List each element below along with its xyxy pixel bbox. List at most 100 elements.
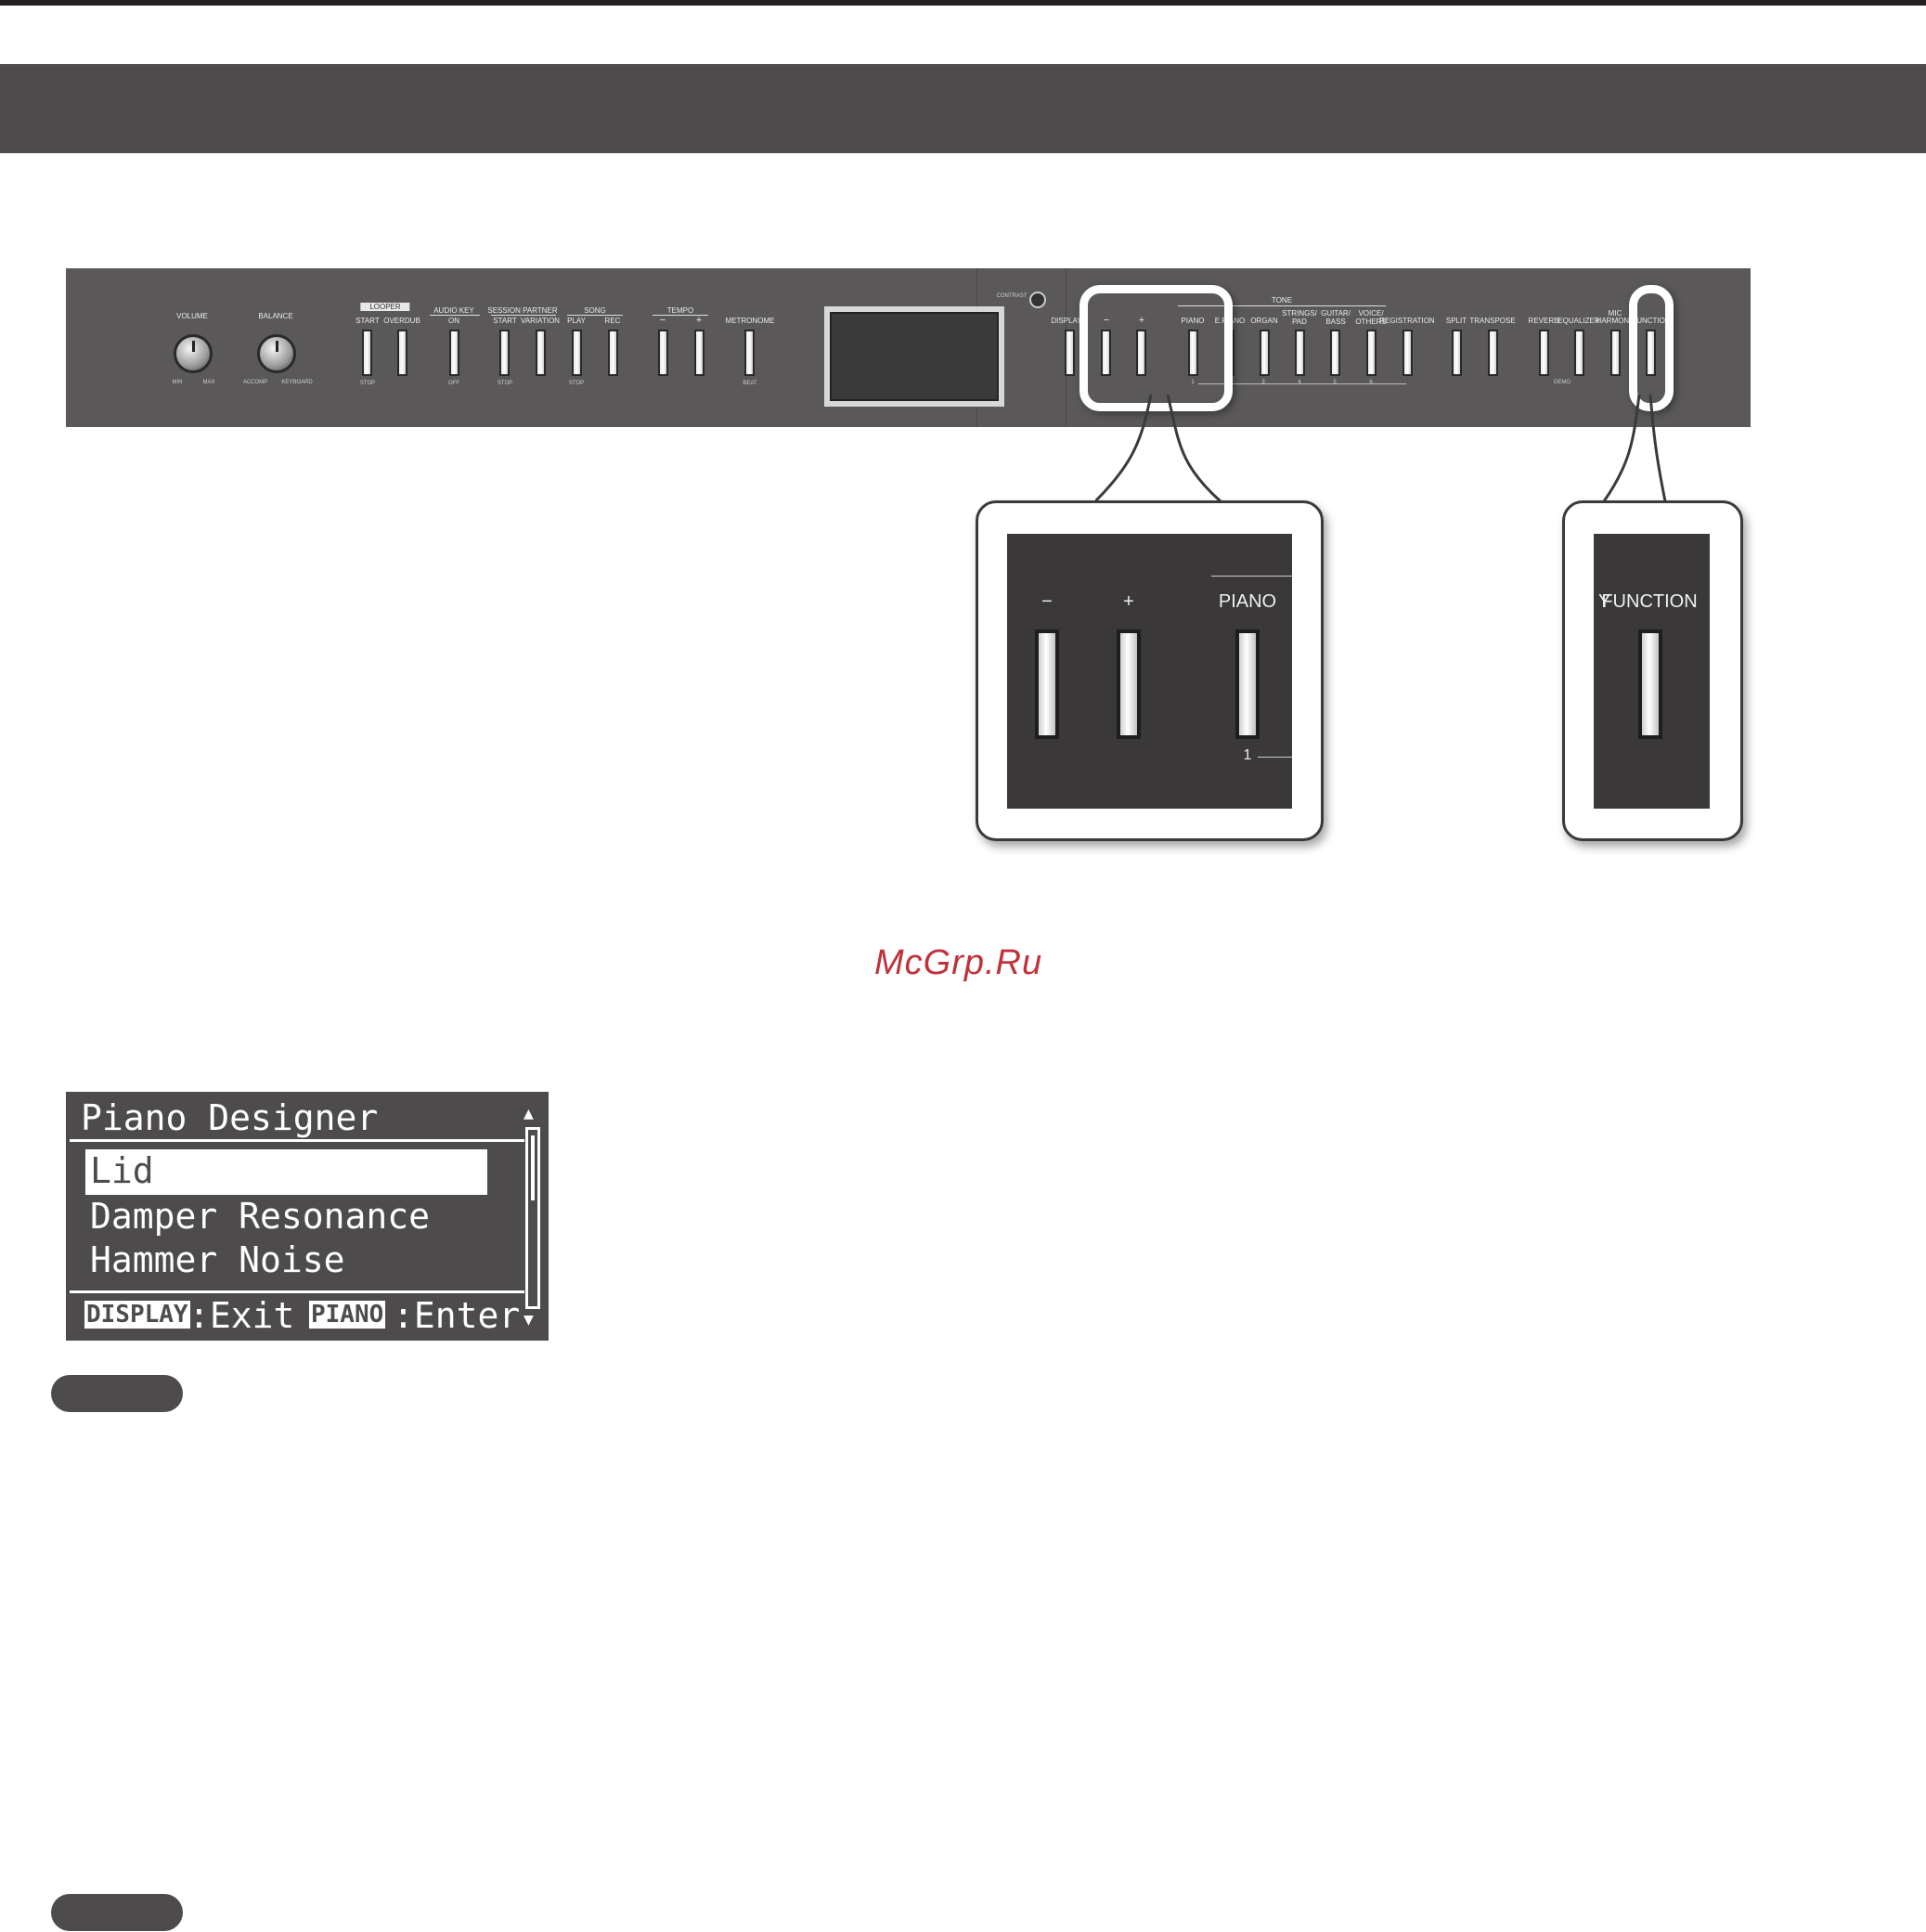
scroll-down-icon: ▼ (524, 1310, 534, 1329)
looper-group-label: LOOPER (360, 303, 410, 311)
registration-button[interactable] (1402, 330, 1413, 376)
guitar-bass-label: GUITAR/ BASS (1321, 309, 1351, 326)
balance-keyboard-label: KEYBOARD (281, 380, 313, 385)
lcd-enter-action: :Enter (393, 1295, 521, 1336)
overdub-label: OVERDUB (383, 317, 420, 325)
display-label: DISPLAY (1051, 317, 1082, 325)
piano-button[interactable] (1188, 330, 1198, 376)
play-button[interactable] (572, 330, 582, 376)
harmony-button[interactable] (1610, 330, 1621, 376)
callout-piano-button[interactable] (1235, 629, 1260, 739)
voice-others-button[interactable] (1366, 330, 1377, 376)
tempo-plus-button[interactable] (694, 330, 704, 376)
organ-button[interactable] (1260, 330, 1270, 376)
looper-start-button[interactable] (362, 330, 372, 376)
group-line (491, 315, 556, 316)
plus-button[interactable] (1136, 330, 1146, 376)
variation-label: VARIATION (521, 317, 560, 325)
song-group-label: SONG (584, 306, 606, 315)
audio-key-on-label: ON (448, 317, 459, 325)
panel-display (824, 306, 1004, 407)
guitar-bass-button[interactable] (1330, 330, 1340, 376)
split-label: SPLIT (1445, 317, 1467, 325)
lcd-item-damper-resonance[interactable]: Damper Resonance (90, 1196, 431, 1237)
num-6: 6 (1369, 380, 1373, 385)
plus-label: + (1138, 315, 1145, 326)
contrast-knob[interactable] (1029, 292, 1046, 308)
harmony-label: HARMONY (1596, 317, 1635, 325)
equalizer-label: EQUALIZER (1558, 317, 1600, 325)
session-start-button[interactable] (499, 330, 510, 376)
lcd-item-lid[interactable]: Lid (90, 1150, 154, 1191)
num-4: 4 (1298, 380, 1301, 385)
minus-button[interactable] (1101, 330, 1111, 376)
reverb-button[interactable] (1539, 330, 1549, 376)
number-line (1258, 757, 1292, 758)
registration-label: REGISTRATION (1379, 317, 1435, 325)
callout-function-button: Y FUNCTION (1562, 500, 1743, 841)
group-line (430, 315, 480, 316)
note-pill-tag (51, 1894, 183, 1931)
demo-label: DEMO (1554, 380, 1571, 385)
callout-inner: − + PIANO 1 (1007, 534, 1292, 809)
top-rule (0, 0, 1926, 6)
audio-key-group-label: AUDIO KEY (433, 306, 474, 315)
looper-start-label: START (355, 317, 380, 325)
watermark: McGrp.Ru (874, 943, 1043, 982)
song-stop-label: STOP (568, 381, 585, 386)
num-1: 1 (1191, 380, 1195, 385)
rec-button[interactable] (608, 330, 618, 376)
session-start-label: START (493, 317, 517, 325)
lcd-screen: Piano Designer Lid Damper Resonance Hamm… (66, 1092, 549, 1341)
rec-label: REC (604, 317, 621, 325)
lcd-piano-key: PIANO (309, 1301, 386, 1329)
display-button[interactable] (1065, 330, 1075, 376)
note-pill-tag (51, 1375, 183, 1412)
control-panel: VOLUME MIN MAX BALANCE ACCOMP KEYBOARD L… (66, 268, 1751, 427)
overdub-button[interactable] (397, 330, 407, 376)
volume-max-label: MAX (202, 380, 215, 385)
transpose-label: TRANSPOSE (1469, 317, 1516, 325)
callout-minus-button[interactable] (1035, 629, 1059, 739)
callout-function-label: FUNCTION (1601, 591, 1698, 612)
function-button[interactable] (1646, 330, 1656, 376)
audio-key-button[interactable] (449, 330, 459, 376)
transpose-button[interactable] (1488, 330, 1498, 376)
metronome-button[interactable] (744, 330, 755, 376)
callout-plus-label: + (1123, 591, 1134, 612)
section-header-bar (0, 64, 1926, 153)
split-button[interactable] (1452, 330, 1462, 376)
strings-pad-label: STRINGS/ PAD (1282, 309, 1317, 326)
balance-accomp-label: ACCOMP (242, 380, 268, 385)
equalizer-button[interactable] (1574, 330, 1584, 376)
strings-pad-button[interactable] (1295, 330, 1305, 376)
lcd-item-hammer-noise[interactable]: Hammer Noise (90, 1239, 345, 1280)
lcd-display-key: DISPLAY (84, 1301, 190, 1329)
mic-group-label: MIC (1608, 309, 1622, 318)
num-3: 3 (1261, 380, 1265, 385)
play-label: PLAY (567, 317, 586, 325)
callout-plus-button[interactable] (1117, 629, 1141, 739)
num-5: 5 (1333, 380, 1337, 385)
volume-min-label: MIN (172, 380, 183, 385)
group-line (567, 315, 623, 316)
session-partner-group-label: SESSION PARTNER (487, 306, 558, 315)
lcd-scrollbar-thumb[interactable] (531, 1135, 535, 1200)
audio-key-off-label: OFF (448, 381, 459, 386)
balance-knob[interactable] (257, 334, 296, 373)
piano-label: PIANO (1181, 317, 1205, 325)
volume-knob[interactable] (174, 334, 213, 373)
lcd-title-rule (70, 1139, 524, 1142)
group-line (1178, 305, 1386, 306)
tempo-plus-label: + (695, 315, 703, 326)
lcd-scrollbar[interactable] (525, 1127, 540, 1309)
callout-connector-left (1095, 395, 1222, 503)
variation-button[interactable] (536, 330, 546, 376)
lcd-selection-highlight (85, 1149, 487, 1195)
highlight-function-button (1629, 285, 1674, 411)
tempo-minus-label: − (659, 315, 666, 326)
callout-piano-label: PIANO (1218, 591, 1277, 612)
tempo-minus-button[interactable] (658, 330, 668, 376)
beat-label: BEAT (743, 381, 757, 386)
callout-function-big-button[interactable] (1638, 629, 1662, 739)
